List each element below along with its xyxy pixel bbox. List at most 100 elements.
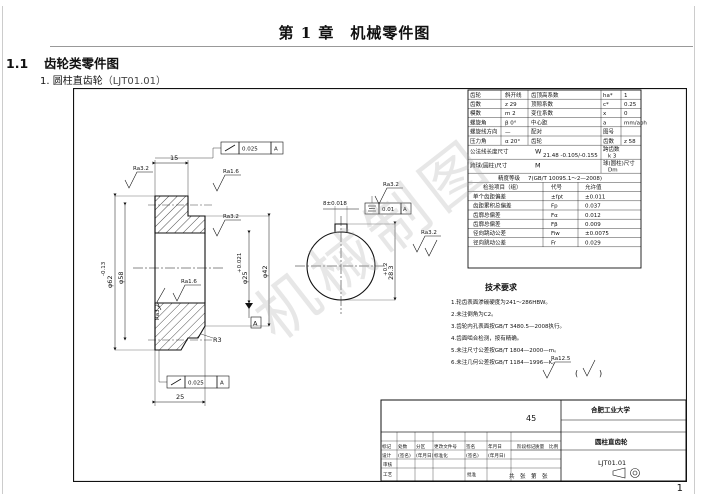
inspect-item-1: 齿距累积总偏差 — [473, 202, 512, 210]
svg-text:): ) — [599, 369, 602, 378]
span-extra-0: 跨齿数 — [603, 145, 620, 153]
svg-text:Ra3.2: Ra3.2 — [383, 182, 399, 188]
section-hatch-top — [154, 195, 206, 234]
roughness-ra32-left: Ra3.2 — [124, 166, 153, 189]
span-extra2-0: k 3 — [608, 154, 617, 160]
runout-frame-top: 0.025 A — [155, 141, 284, 159]
dim-radius-r3: R3 — [213, 336, 222, 344]
inspect-item-2: 齿廓总偏差 — [473, 211, 501, 219]
tech-title: 技术要求 — [485, 282, 518, 292]
span-label-1: 跨球(圆柱)尺寸 — [470, 162, 508, 170]
svg-text:Ra3.2: Ra3.2 — [223, 214, 239, 220]
tech-item-2: 3.齿轮内孔表面按GB/T 3480.5—2008执行。 — [451, 322, 565, 330]
section-hatch-bottom — [154, 302, 206, 351]
header-divider — [50, 46, 693, 47]
page-left-rule — [2, 6, 3, 494]
param-cell-5-1: α 20° — [505, 139, 520, 145]
dim-bore-25-tol: +0.021 — [237, 253, 243, 273]
tb-row1-5: 年月日 — [488, 443, 502, 450]
tb-row2-0: 设计 — [382, 452, 392, 459]
dim-width-25: 25 — [176, 393, 184, 401]
sheet-count: 共 张 第 张 — [509, 472, 548, 480]
sym-frame-datum — [400, 202, 412, 215]
svg-text:Ra3.2: Ra3.2 — [421, 230, 437, 236]
inspect-code-4: Fiw — [551, 231, 560, 237]
param-cell-2-2: 变位系数 — [531, 109, 554, 117]
span-value-0: 21.48 -0.105/-0.155 — [543, 153, 598, 159]
tb-row1-2: 分区 — [416, 443, 426, 450]
svg-text:Ra3.2: Ra3.2 — [155, 304, 161, 320]
svg-text:0.025: 0.025 — [188, 381, 204, 387]
param-cell-3-3: a — [603, 120, 606, 126]
inspect-item-0: 单个齿距偏差 — [473, 192, 507, 200]
tb-row2-2: (年月日) — [416, 452, 434, 459]
param-cell-1-2: 顶隙系数 — [531, 100, 554, 108]
dim-key-8: 8±0.018 — [323, 201, 347, 207]
roughness-ra125-general: Ra12.5 ( ) — [542, 356, 602, 379]
accuracy-value: 7(GB/T 10095.1～2—2008) — [528, 176, 602, 182]
roughness-ra32-right: Ra3.2 — [412, 230, 441, 253]
svg-text:0.025: 0.025 — [242, 147, 258, 153]
tb-stage-1: 质量 — [535, 443, 545, 450]
page-right-rule — [694, 6, 695, 494]
param-cell-0-0: 齿轮 — [470, 91, 482, 99]
tb-row2-4: (签名) — [466, 452, 479, 459]
param-cell-4-0: 螺旋线方向 — [470, 128, 498, 136]
param-cell-1-1: z 29 — [505, 102, 517, 108]
hub-end-view: 8±0.018 0.01 A 28.3 +0.2 Ra3.2 Ra3.2 — [295, 182, 441, 314]
inspect-code-0: ±fpt — [551, 194, 564, 200]
param-cell-1-0: 齿数 — [470, 100, 482, 108]
dim-key-28-3: 28.3 — [387, 266, 395, 280]
tech-item-4: 5.未注尺寸公差按GB/T 1804—2000—m。 — [451, 346, 560, 354]
tb-approve: 批准 — [467, 471, 477, 478]
svg-text:A: A — [403, 207, 407, 213]
span-symbol-0: W — [535, 148, 542, 156]
dim-key-28-3-tol: +0.2 — [383, 263, 389, 276]
inspect-value-4: ±0.0075 — [585, 231, 609, 237]
datum-a-box — [250, 316, 262, 329]
roughness-ra32-key: Ra3.2 — [374, 182, 403, 205]
section-number: 1.1 — [6, 56, 29, 71]
tb-stage-2: 比例 — [549, 443, 559, 450]
param-cell-0-4: 1 — [624, 93, 628, 99]
tech-item-1: 2.未注倒角为C2。 — [451, 310, 497, 318]
param-cell-0-2: 齿顶高系数 — [531, 91, 559, 99]
gear-section-view: 15 25 φ62 -0.13 φ58 φ42 φ25 +0.021 A R3 … — [101, 141, 284, 406]
tb-row1-0: 标记 — [382, 443, 392, 450]
svg-text:Ra3.2: Ra3.2 — [133, 166, 149, 172]
span-label-0: 公法线长度尺寸 — [470, 148, 509, 156]
param-cell-1-3: c* — [603, 102, 609, 108]
inspect-value-1: 0.037 — [585, 204, 601, 210]
inspect-item-5: 径向跳动公差 — [473, 238, 507, 246]
drawing-number: LJT01.01 — [598, 459, 626, 467]
engineering-drawing: 15 25 φ62 -0.13 φ58 φ42 φ25 +0.021 A R3 … — [73, 88, 687, 482]
drawing-sheet: 15 25 φ62 -0.13 φ58 φ42 φ25 +0.021 A R3 … — [73, 88, 687, 482]
param-cell-2-4: 0 — [624, 111, 628, 117]
technical-requirements: 技术要求 1.轮齿表面渗碳硬度为241～286HBW。 2.未注倒角为C2。 3.齿… — [451, 282, 602, 379]
tech-item-3: 4.齿面啮合检测，按有精确。 — [451, 334, 522, 342]
svg-text:0.01: 0.01 — [382, 207, 394, 213]
inspect-code-1: Fp — [551, 204, 558, 210]
param-cell-4-2: 配对 — [531, 128, 543, 136]
page-number: 1 — [676, 483, 683, 494]
tech-item-0: 1.轮齿表面渗碳硬度为241～286HBW。 — [451, 298, 551, 306]
inspect-value-5: 0.029 — [585, 240, 601, 246]
svg-text:Ra1.6: Ra1.6 — [181, 279, 197, 285]
param-cell-3-0: 螺旋角 — [470, 118, 487, 126]
span-extra-1: 球(圆柱)尺寸 — [603, 159, 635, 167]
roughness-check-icon — [582, 359, 596, 377]
tb-row2-5: (年月日) — [488, 452, 506, 459]
inspect-item-4: 径向跳动公差 — [473, 229, 507, 237]
param-cell-4-3: 图号 — [603, 128, 615, 136]
inspect-value-2: 0.012 — [585, 213, 601, 219]
param-cell-2-1: m 2 — [505, 111, 516, 117]
param-cell-2-0: 模数 — [470, 109, 482, 117]
svg-text:Ra1.6: Ra1.6 — [223, 169, 239, 175]
tb-row1-3: 更改文件号 — [434, 443, 457, 450]
dim-bore-25: φ25 — [241, 271, 249, 284]
drawing-border — [73, 88, 687, 482]
inspect-code-2: Fα — [551, 213, 558, 219]
tb-row1-4: 签名 — [466, 443, 475, 450]
tech-item-5: 6.未注几何公差按GB/T 1184—1996—K。 — [451, 358, 558, 366]
